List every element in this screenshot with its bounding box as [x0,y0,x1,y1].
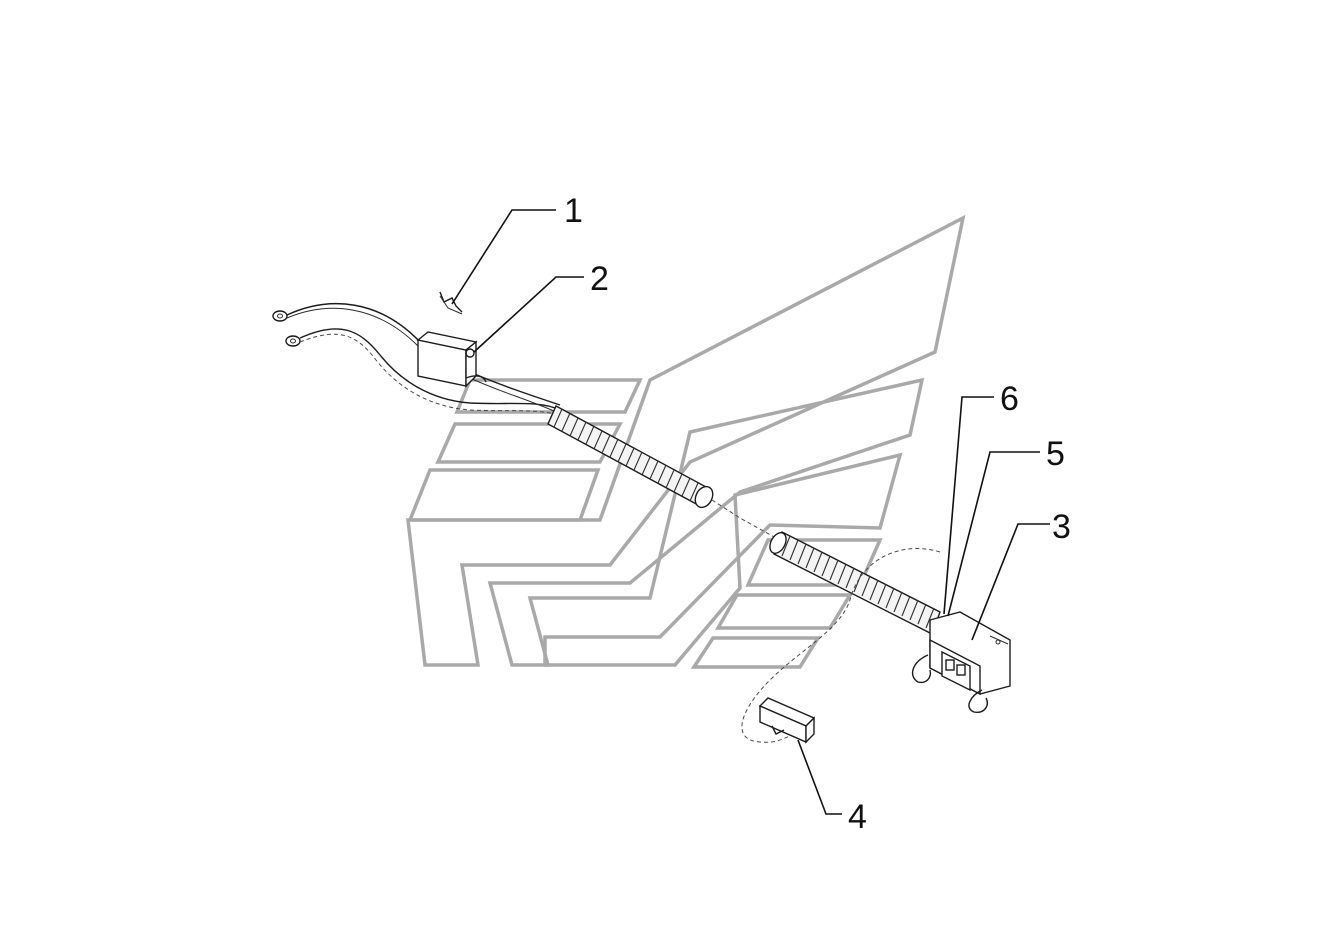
part-4-block [758,697,816,744]
part-1-clip [439,291,463,315]
emblem-bar-5 [714,593,854,630]
cable-bottom [299,328,561,411]
emblem-stripe-3 [543,452,903,667]
part-3-box [911,611,1011,713]
callout-3: 3 [1052,508,1071,546]
mounting-ear-left [911,654,932,684]
leader-lines [451,209,1050,815]
emblem-stripe-1 [406,214,966,667]
callout-1: 1 [564,192,583,230]
cable-top [286,303,421,343]
leader-6 [943,396,994,615]
emblem-bar-6 [690,636,822,669]
emblem-bar-1 [454,378,643,414]
callout-2: 2 [590,260,609,298]
emblem-bar-3 [407,468,601,522]
callout-4: 4 [848,798,867,836]
leader-5 [947,451,1040,617]
ring-terminal-bottom [285,335,301,347]
dashed-cable-path [741,548,941,743]
leader-3 [971,523,1050,641]
leader-4 [797,739,842,815]
leader-2 [473,276,584,353]
corrugated-sleeve-lower [769,531,941,635]
background-emblem [406,214,966,669]
callout-6: 6 [1000,380,1019,418]
ring-terminal-top [272,310,288,322]
part-2-connector [416,331,487,388]
callout-5: 5 [1046,435,1065,473]
mounting-ear-bottom [968,689,988,713]
emblem-stripe-2 [487,377,925,667]
leader-1 [451,209,556,305]
cable-assembly [272,303,561,417]
corrugated-sleeve-upper [547,405,714,509]
